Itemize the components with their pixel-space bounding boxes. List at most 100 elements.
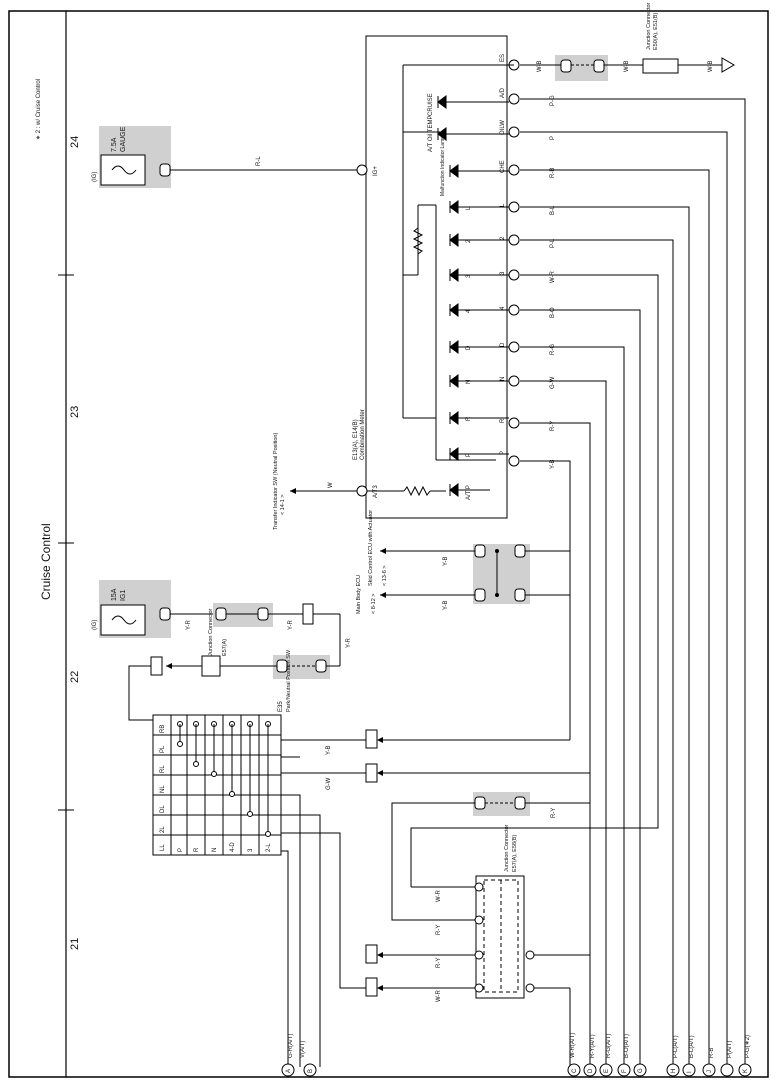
pin-d: D — [500, 342, 506, 347]
wire-y-b-ecu2: Y-B — [443, 601, 449, 610]
meter-pins — [356, 59, 520, 497]
pin-ad: A/D — [500, 87, 506, 98]
fuse-ig1-feed: (IG) — [92, 620, 98, 630]
park-neutral-switch — [152, 714, 282, 856]
pin-3: 3 — [500, 271, 506, 275]
terminal-a: A — [286, 1069, 292, 1073]
pn-col-ll: LL — [160, 844, 166, 851]
pin-ig: IG+ — [373, 166, 379, 176]
grid-number-22: 22 — [69, 671, 81, 683]
junction-top-code: E50(A), E51(B) — [653, 13, 659, 50]
pn-col-rl: RL — [160, 765, 166, 773]
pn-col-nl: NL — [160, 785, 166, 793]
grid-number-24: 24 — [69, 136, 81, 148]
wire-y-r-3: Y-R — [346, 638, 352, 648]
pn-col-pl: PL — [160, 745, 166, 753]
terminal-e: E — [604, 1069, 610, 1073]
bottom-label-b-o: B-O(A/T) — [624, 1034, 630, 1058]
terminal-c: C — [572, 1068, 578, 1073]
pn-row-2l: 2-L — [266, 843, 272, 852]
lamp-p: P — [466, 453, 472, 457]
dest-skid-ref: < 13-6 > — [382, 566, 388, 587]
fuse-gauge-name: GAUGE — [120, 126, 127, 152]
bottom-label-w-r: W-R(A/T) — [570, 1033, 576, 1058]
fuse-gauge: 7.5A GAUGE (IG) — [92, 126, 171, 188]
meter-name: Combination Meter — [360, 409, 366, 460]
bottom-label-g-r: G-R(A/T) — [288, 1034, 294, 1058]
terminal-b: B — [308, 1069, 314, 1073]
wire-b-l: B-L — [550, 205, 556, 215]
wire-p-l: P-L — [550, 238, 556, 248]
lamp-malfunction: Malfunction Indicator Lamp — [440, 136, 446, 196]
bottom-terminals — [281, 1063, 752, 1077]
wire-w-b-3: W-B — [708, 60, 714, 72]
dest-transfer-ref: < 14-1 > — [280, 495, 286, 516]
terminal-d: D — [588, 1068, 594, 1073]
wire-w-r-j4: W-R — [436, 989, 442, 1002]
bottom-label-r-b: R-B — [709, 1048, 715, 1058]
wire-w-r: W-R — [550, 270, 556, 283]
junction-top-name: Junction Connector — [646, 2, 652, 50]
combination-meter: E13(A), E14(B) Combination Meter — [353, 35, 508, 519]
pn-switch-name: Park/Neutral Position SW — [286, 649, 292, 712]
pn-col-2l: 2L — [160, 826, 166, 833]
bottom-label-p-l: P-L(A/T) — [673, 1035, 679, 1058]
terminal-i: I — [687, 1071, 693, 1073]
pn-row-4d: 4-D — [230, 842, 236, 852]
fuse-gauge-rating: 7.5A — [111, 137, 118, 152]
pn-switch-code: E35 — [278, 701, 284, 712]
terminal-k: K — [743, 1069, 749, 1073]
lamp-4: 4 — [466, 309, 472, 313]
lamp-3: 3 — [466, 274, 472, 278]
wire-w-b-2: W-B — [624, 60, 630, 72]
wire-r-l-top: R-L — [256, 156, 262, 166]
fuse-gauge-feed: (IG) — [92, 172, 98, 182]
bottom-label-v: V(A/T) — [300, 1041, 306, 1058]
wire-y-r-1: Y-R — [186, 620, 192, 630]
bottom-label-b-l: B-L(A/T) — [689, 1035, 695, 1058]
junction-mid-name: Junction Connector — [208, 608, 214, 656]
terminal-g: G — [638, 1068, 644, 1073]
lamp-at-p: A/T P — [466, 485, 472, 500]
wire-p: P — [550, 136, 556, 140]
bottom-label-r-y: R-Y(A/T) — [590, 1034, 596, 1058]
fuse-ig1: 15A IG1 (IG) — [92, 580, 171, 638]
lamp-r: R — [466, 416, 472, 421]
pn-row-3: 3 — [248, 848, 254, 852]
diagram-frame — [8, 10, 769, 1078]
bottom-label-r-g: R-G(A/T) — [606, 1034, 612, 1058]
wire-r-y-mid: R-Y — [551, 808, 557, 818]
pin-l: L — [500, 203, 506, 207]
pin-r: R — [500, 418, 506, 423]
pn-output-wires — [281, 739, 366, 1067]
dest-main-body: Main Body ECU — [356, 575, 362, 614]
bottom-label-p: P(A/T) — [727, 1041, 733, 1058]
wire-y-r-2: Y-R — [288, 620, 294, 630]
fuse-ig1-name: IG1 — [120, 590, 127, 601]
meter-code: E13(A), E14(B) — [353, 419, 359, 460]
junction-bottom — [475, 875, 525, 999]
lamp-n: N — [466, 380, 472, 384]
wire-g-w: G-W — [550, 376, 556, 389]
junction-bottom-code: E57(A), E58(B) — [512, 835, 518, 872]
pin-p: P — [500, 451, 506, 455]
wire-w: W — [328, 482, 334, 488]
wire-y-b: Y-B — [550, 460, 556, 469]
lamp-2: 2 — [466, 239, 472, 243]
lamp-at-oil-temp: A/T Oil TEMP — [428, 116, 434, 152]
wire-w-b-1: W-B — [537, 60, 543, 72]
fuse-ig1-rating: 15A — [111, 588, 118, 601]
grid-number-21: 21 — [69, 938, 81, 950]
wire-r-y-j2: R-Y — [436, 925, 442, 935]
wire-y-b-pn: Y-B — [326, 746, 332, 755]
right-bus — [410, 98, 746, 1067]
wire-r-y: R-Y — [550, 421, 556, 431]
junction-connector-e50 — [642, 58, 679, 74]
terminal-h: H — [671, 1069, 677, 1073]
terminal-f: F — [622, 1069, 628, 1073]
terminal-j: J — [707, 1070, 713, 1073]
wire-r-b: R-B — [550, 168, 556, 178]
pin-che: CHE — [500, 160, 506, 173]
wire-w-r-j1: W-R — [436, 889, 442, 902]
